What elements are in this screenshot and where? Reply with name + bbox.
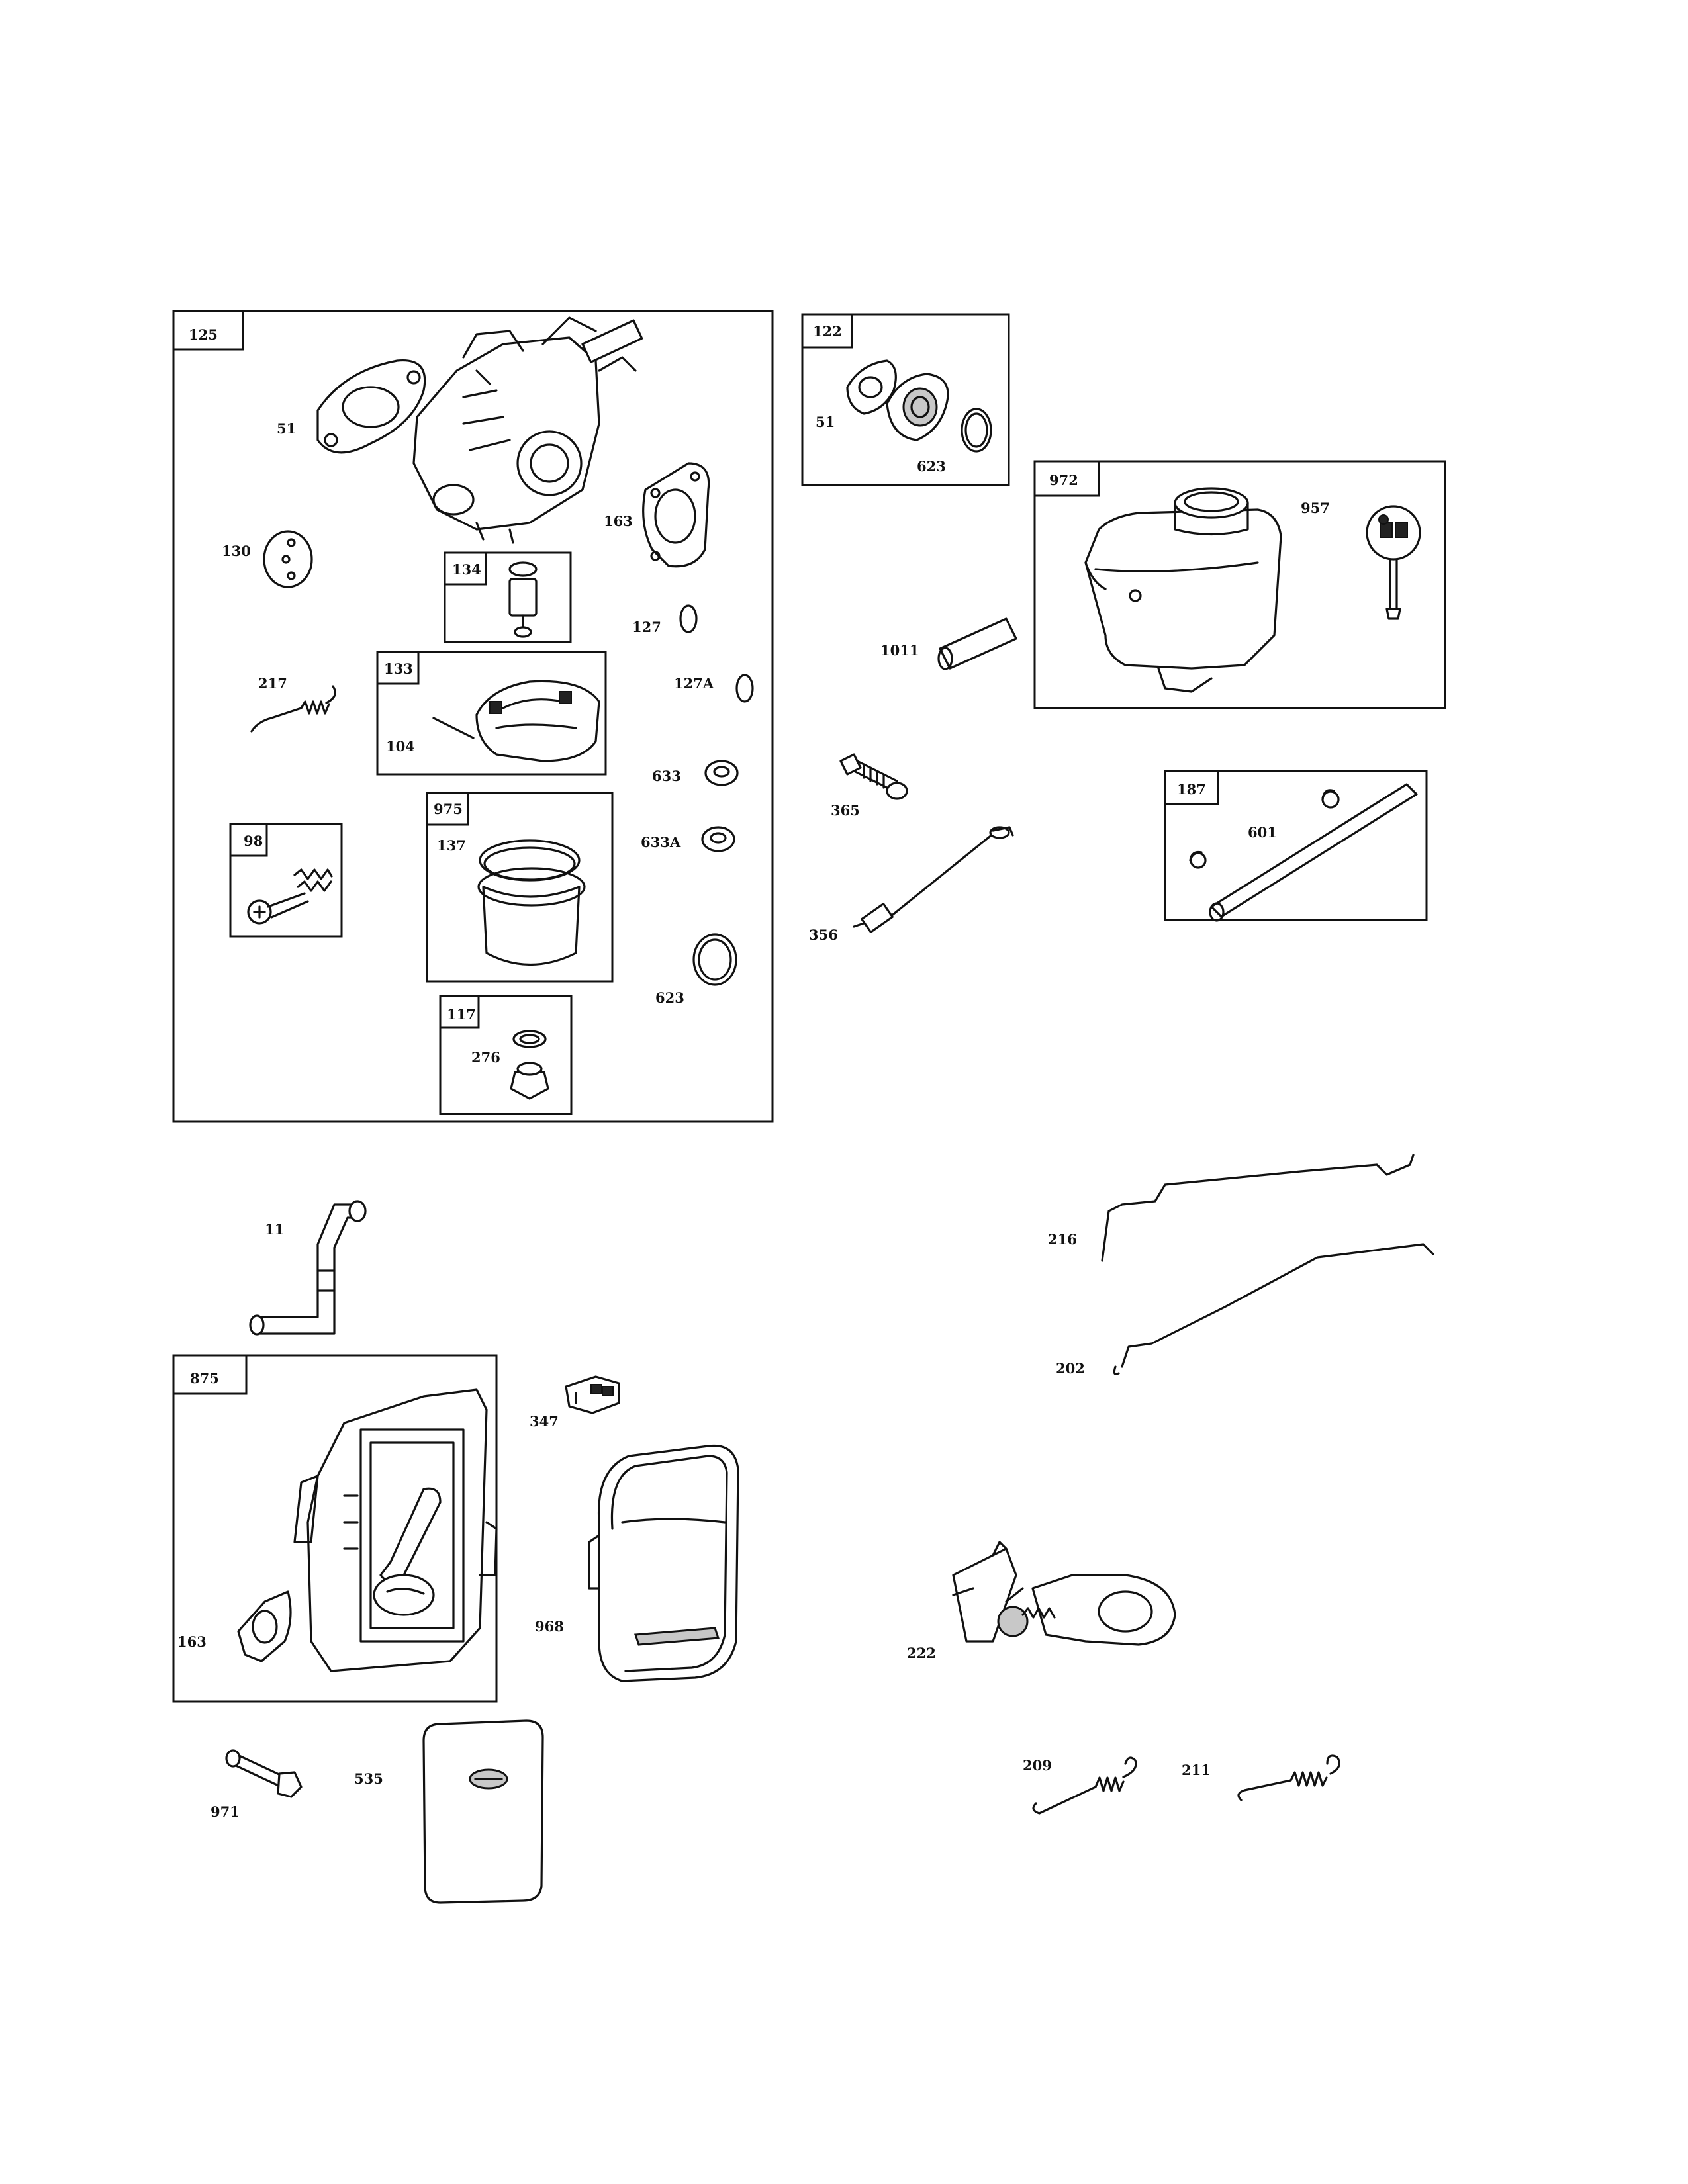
label-127A: 127A xyxy=(674,675,714,692)
label-127: 127 xyxy=(632,619,661,635)
spring-217-part xyxy=(250,685,336,733)
box-134: 134 xyxy=(444,551,572,643)
label-623: 623 xyxy=(655,989,684,1006)
carburetor-part xyxy=(412,316,643,544)
float-part xyxy=(475,680,600,762)
label-968: 968 xyxy=(535,1618,564,1635)
spring-211-part xyxy=(1237,1754,1340,1801)
ring-127-part xyxy=(679,604,698,633)
label-216: 216 xyxy=(1048,1231,1077,1248)
label-217: 217 xyxy=(258,675,287,692)
bowl-137-part xyxy=(477,839,586,966)
disc-130-part xyxy=(263,530,313,588)
fuel-cap-957-part xyxy=(1366,505,1421,620)
bracket-222-part xyxy=(952,1541,1176,1646)
box-122: 122 xyxy=(801,313,1010,486)
label-623b: 623 xyxy=(917,458,946,475)
box-label-972: 972 xyxy=(1049,472,1078,488)
tube-11-part xyxy=(249,1200,367,1336)
label-633A: 633A xyxy=(641,834,681,850)
pin-104-part xyxy=(432,717,475,739)
gasket-875-part xyxy=(237,1590,292,1662)
gasket-163-part xyxy=(642,462,710,568)
fuel-tank-part xyxy=(1084,487,1282,693)
label-130: 130 xyxy=(222,543,251,559)
gasket-51-part xyxy=(316,359,426,454)
ring-127A-part xyxy=(735,674,754,703)
label-11: 11 xyxy=(265,1221,284,1238)
air-cleaner-base-part xyxy=(293,1388,498,1672)
label-347: 347 xyxy=(530,1413,559,1430)
label-276: 276 xyxy=(471,1049,500,1066)
box-label-98: 98 xyxy=(244,833,263,849)
label-163b: 163 xyxy=(177,1633,207,1650)
label-104: 104 xyxy=(386,738,415,754)
box-117: 117 xyxy=(439,995,573,1115)
bowl-nut-part xyxy=(510,1030,549,1100)
box-98: 98 xyxy=(229,823,343,938)
label-957: 957 xyxy=(1301,500,1330,516)
label-51: 51 xyxy=(277,420,296,437)
box-125: 125 xyxy=(172,310,774,1123)
box-975: 975 xyxy=(426,792,614,983)
box-label-125: 125 xyxy=(189,326,218,343)
spacer-part xyxy=(886,373,949,441)
fuel-line-601-part xyxy=(1189,783,1418,922)
label-601: 601 xyxy=(1248,824,1277,841)
label-202: 202 xyxy=(1056,1360,1085,1377)
box-875: 875 xyxy=(172,1354,498,1703)
needle-valve-part xyxy=(508,561,538,638)
screw-98-part xyxy=(247,868,333,925)
label-209: 209 xyxy=(1023,1757,1052,1774)
tube-1011-part xyxy=(937,617,1017,670)
label-137: 137 xyxy=(437,837,466,854)
box-label-975: 975 xyxy=(434,801,463,817)
box-label-122: 122 xyxy=(813,323,842,340)
rod-202-part xyxy=(1113,1243,1434,1375)
box-label-134: 134 xyxy=(452,561,481,578)
oring-623-part xyxy=(692,933,737,986)
label-163: 163 xyxy=(604,513,633,529)
box-label-875: 875 xyxy=(190,1370,219,1387)
box-label-133: 133 xyxy=(384,660,413,677)
box-187: 187 xyxy=(1164,770,1428,921)
wire-356-part xyxy=(853,826,1014,933)
bolt-971-part xyxy=(225,1749,303,1798)
label-365: 365 xyxy=(831,802,860,819)
label-535: 535 xyxy=(354,1770,383,1787)
gasket-122-part xyxy=(846,359,897,415)
label-356: 356 xyxy=(809,927,838,943)
label-971: 971 xyxy=(211,1803,240,1820)
bolt-365-part xyxy=(839,753,908,800)
box-label-187: 187 xyxy=(1177,781,1206,797)
box-label-117: 117 xyxy=(447,1006,476,1023)
box-133: 133 xyxy=(376,651,607,776)
label-1011: 1011 xyxy=(880,642,919,659)
cover-968-part xyxy=(588,1444,739,1682)
bracket-347-part xyxy=(565,1375,620,1414)
label-51b: 51 xyxy=(816,414,835,430)
label-211: 211 xyxy=(1182,1762,1211,1778)
filter-535-part xyxy=(422,1719,544,1904)
label-222: 222 xyxy=(907,1645,936,1661)
oring-623b-part xyxy=(961,408,992,453)
rod-216-part xyxy=(1101,1154,1415,1262)
spring-209-part xyxy=(1032,1756,1137,1815)
washer-633A-part xyxy=(701,826,735,852)
label-633: 633 xyxy=(652,768,681,784)
box-972: 972 xyxy=(1033,460,1446,709)
washer-633-part xyxy=(704,760,739,786)
